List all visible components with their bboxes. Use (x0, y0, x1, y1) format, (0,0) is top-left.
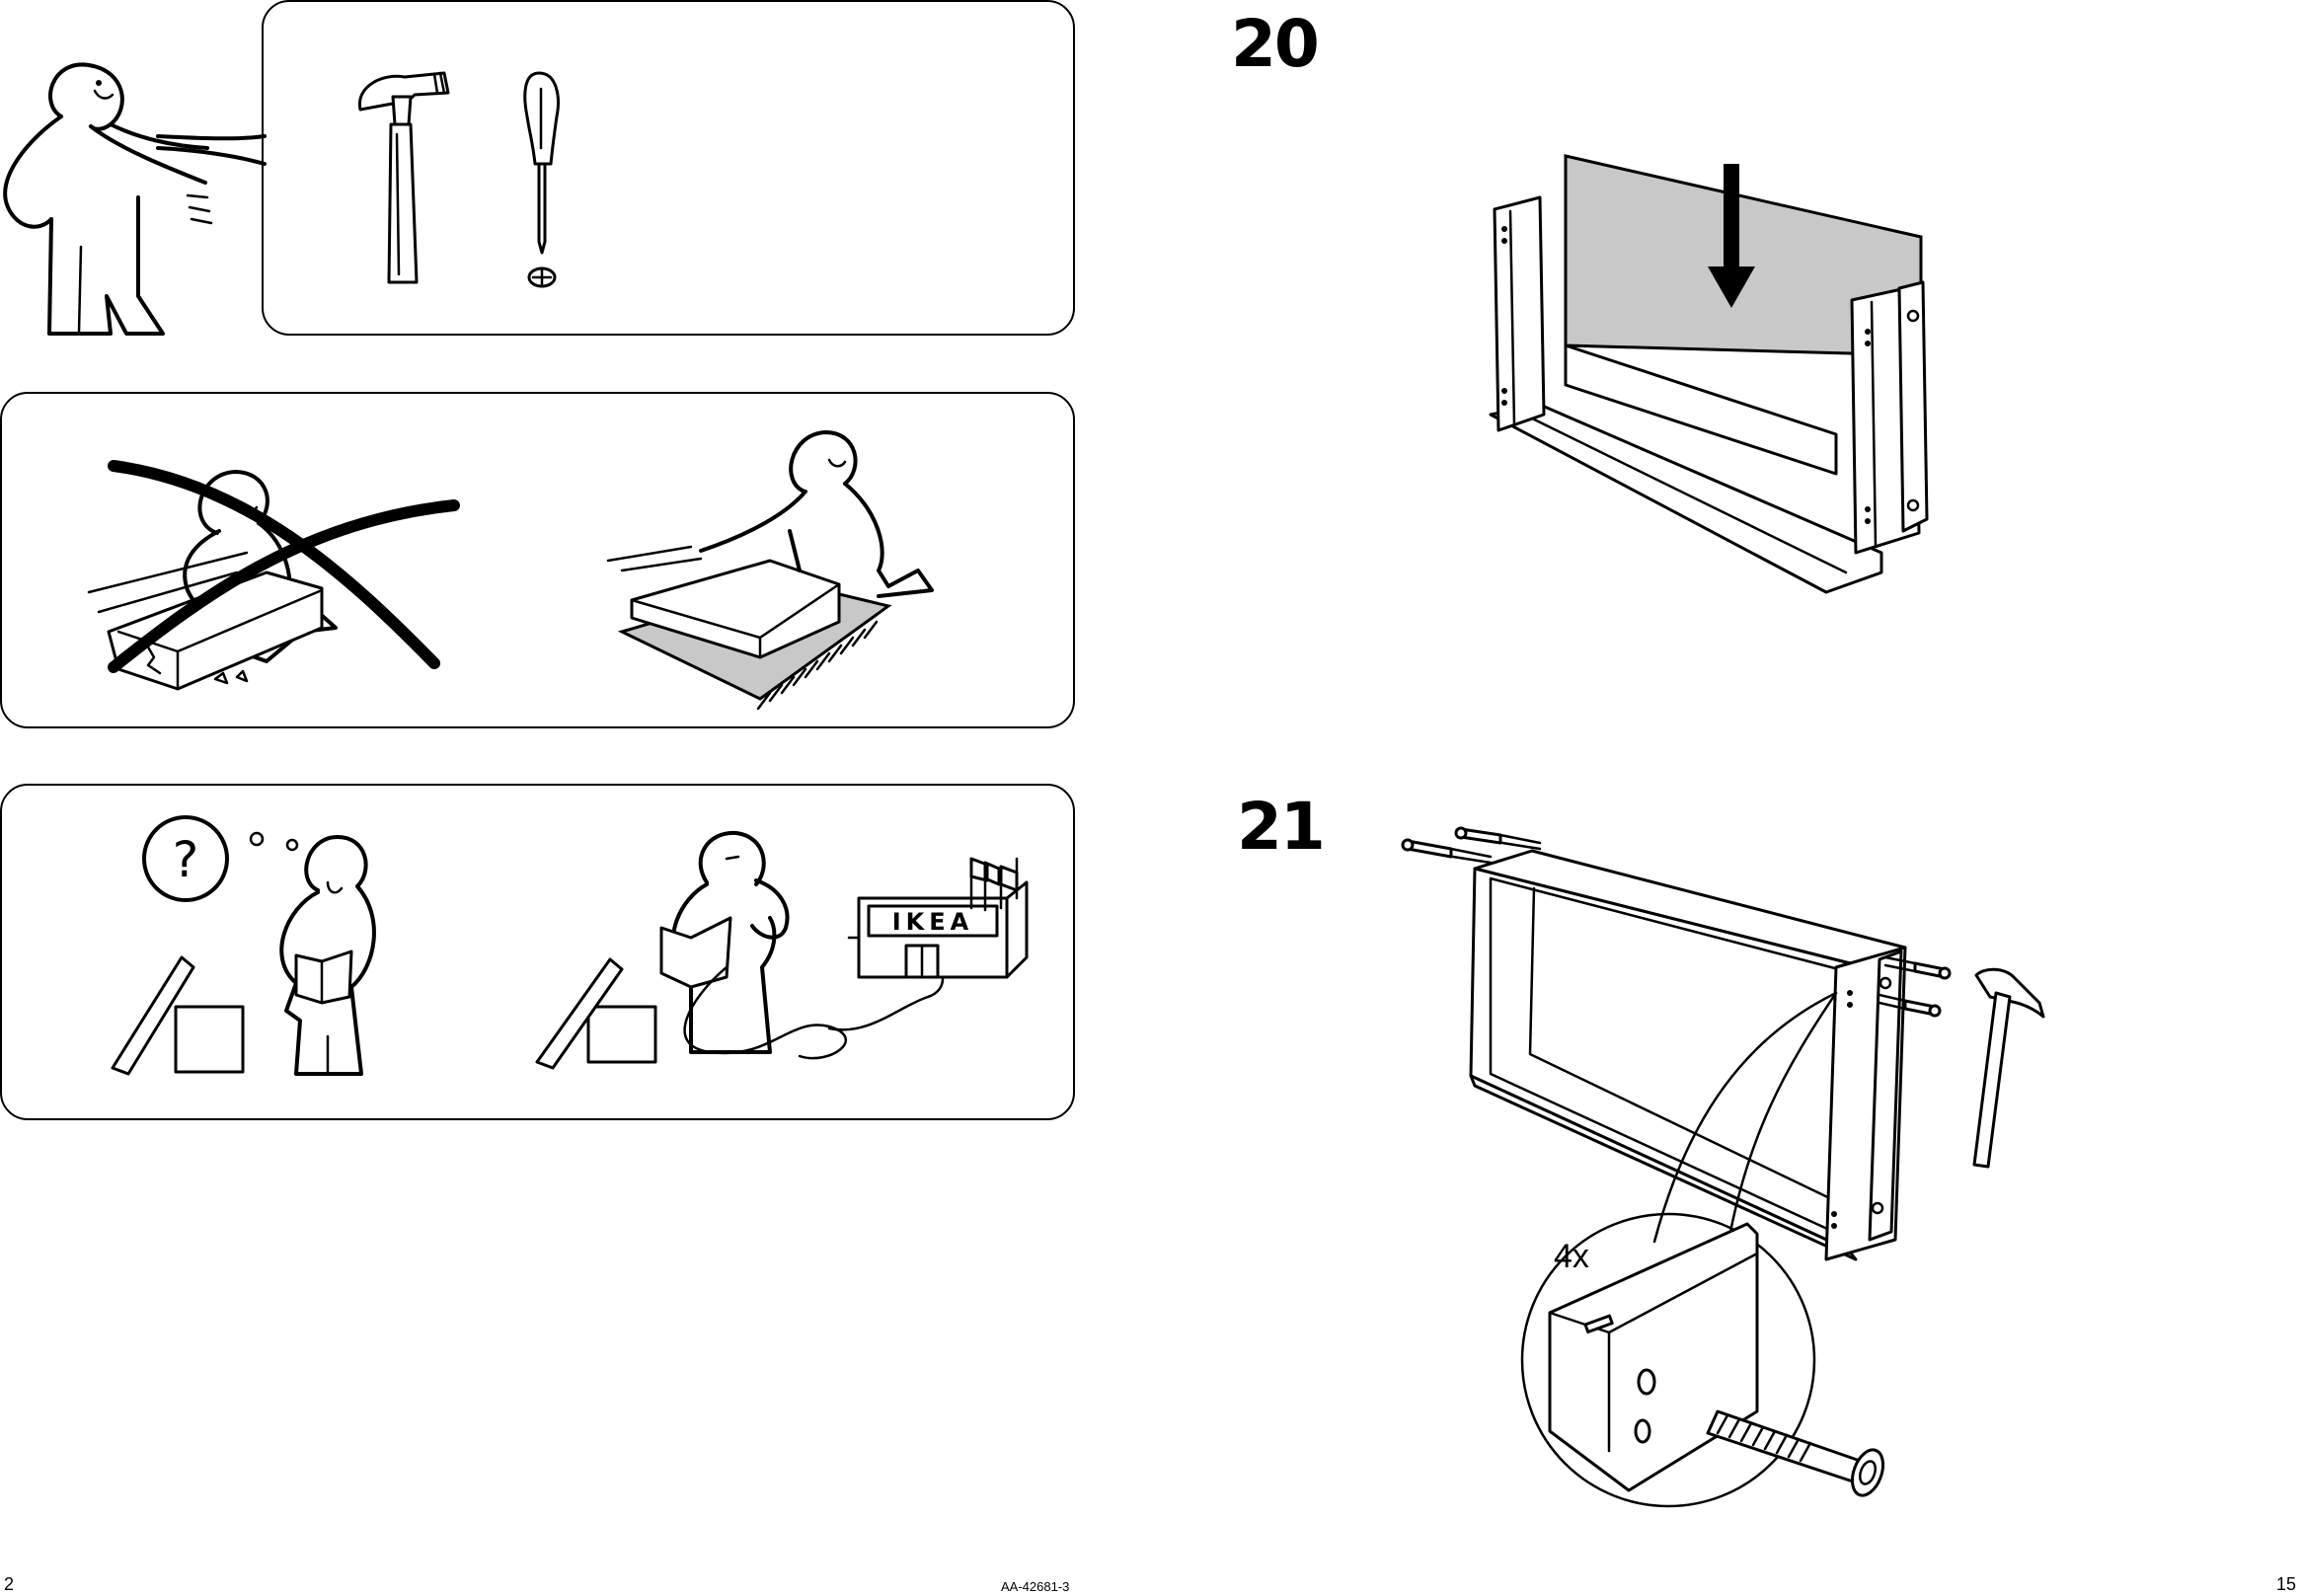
page-number-right: 15 (2276, 1575, 2296, 1593)
correct-rug-illustration (592, 413, 948, 709)
screwdriver-icon (513, 69, 573, 296)
confused-person-illustration: ? (99, 809, 424, 1105)
store-sign-text: IKEA (892, 908, 974, 936)
step-21-quantity: 4x (1554, 1238, 1589, 1275)
step-20-illustration (1481, 138, 1955, 602)
hammer-icon (345, 65, 454, 292)
step-20-number: 20 (1231, 12, 1318, 77)
question-mark-icon: ? (173, 831, 199, 888)
document-code: AA-42681-3 (1001, 1580, 1069, 1593)
call-ikea-illustration: IKEA (533, 819, 1056, 1066)
wrong-floor-illustration (89, 415, 484, 711)
page-number-left: 2 (4, 1575, 14, 1593)
phillips-head-icon (529, 268, 555, 286)
person-pointing-illustration (0, 0, 276, 341)
step-21-illustration: 4x (1392, 819, 2083, 1510)
step-21-number: 21 (1237, 795, 1324, 860)
